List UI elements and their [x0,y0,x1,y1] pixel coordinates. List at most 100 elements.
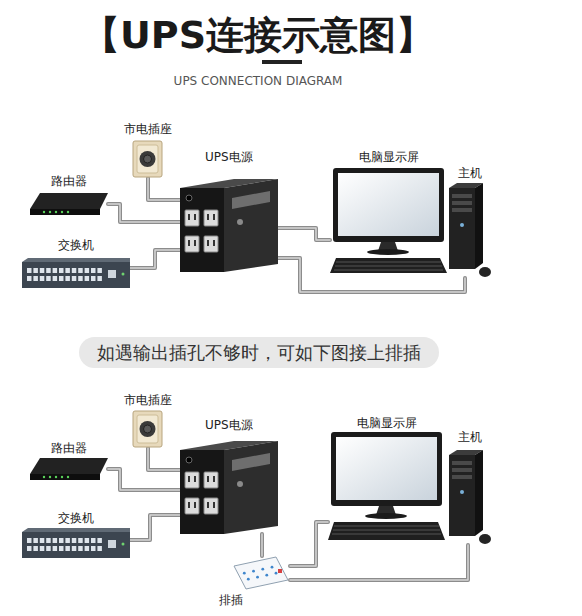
ups-socket [204,236,218,252]
strip-body [234,557,288,589]
outlet-face [137,145,158,173]
switch-icon [22,258,130,288]
ups-socket [185,210,199,226]
switch-port [97,268,102,273]
switch-port [85,276,90,281]
host-button [460,490,464,494]
cable-outer [278,228,330,240]
strip-switch [278,569,282,573]
switch-port [53,276,58,281]
switch-device: 交换机 [22,258,130,288]
host-bay [452,461,472,465]
router-illustration [30,458,108,480]
switch-front [22,532,130,558]
router-led [67,211,69,213]
switch-port [59,268,64,273]
cable-outer [290,545,468,580]
monitor-screen [336,437,437,500]
host-bay [452,208,472,212]
switch-port [46,268,51,273]
cable-highlight [278,228,330,240]
cable-connector [130,515,180,540]
outlet-illustration [133,141,162,177]
switch-port [40,276,45,281]
monitor-illustration [330,168,447,273]
cable-connector [148,178,180,200]
monitor-illustration [328,432,445,540]
switch-uplink [108,270,116,278]
ups-socket [204,498,218,514]
switch-port [27,538,32,543]
outlet-plate [133,411,162,447]
monitor-icon [328,432,445,542]
router-device: 路由器 [30,193,108,215]
strip-device: 排插 [232,556,290,590]
switch-port [46,546,51,551]
cable-outer [260,534,264,556]
cable-outer [130,515,180,540]
keyboard-row [332,534,441,535]
outlet-illustration [133,411,162,447]
switch-port [33,546,38,551]
cable-highlight [108,204,180,222]
socket-slot [188,214,190,220]
router-side [30,474,100,480]
device-label: 市电插座 [124,122,172,137]
switch-port [59,276,64,281]
monitor-icon [330,168,447,275]
router-top [30,458,108,474]
router-led [55,476,57,478]
cable-highlight [261,534,263,556]
outlet-socket [140,151,156,167]
switch-port [33,538,38,543]
ups-illustration [180,441,278,534]
device-label: 路由器 [51,174,87,189]
switch-top [22,528,130,532]
host-bay [452,468,472,472]
outlet-device: 市电插座 [132,140,163,178]
router-led [49,211,51,213]
ups-front [224,179,278,272]
switch-port [72,546,77,551]
cable-outer [148,178,180,200]
switch-port [33,268,38,273]
switch-port [91,276,96,281]
device-label: 电脑显示屏 [359,150,419,165]
socket-slot [207,502,209,508]
ups-socket [185,498,199,514]
socket-slot [207,240,209,246]
host-side [475,183,483,269]
cable-highlight [278,258,465,292]
note-text: 如遇输出插孔不够时，可如下图接上排插 [79,337,439,368]
cable-highlight [130,250,180,268]
device-label: 市电插座 [124,393,172,408]
switch-port [85,538,90,543]
host-side [475,450,483,536]
host-front [449,455,475,536]
outlet-socket [140,421,156,437]
switch-port [65,276,70,281]
switch-port [65,538,70,543]
cable-connector [108,469,180,490]
ups-device: UPS电源 [180,440,278,534]
socket-slot [213,476,215,482]
ups-socket [204,472,218,488]
switch-port [85,546,90,551]
ups-socket [185,236,199,252]
device-label: 主机 [458,430,482,445]
router-led [43,211,45,213]
strip-hole [247,578,250,581]
switch-port [85,268,90,273]
mouse [479,534,491,544]
title-underline [262,60,302,64]
ups-illustration [180,179,278,272]
ups-input [186,457,192,463]
monitor-bezel [331,432,442,506]
switch-port [65,546,70,551]
cable-outer [290,522,328,566]
router-led [55,211,57,213]
switch-port [97,276,102,281]
switch-port [33,276,38,281]
switch-port [91,546,96,551]
keyboard-row [336,262,441,263]
